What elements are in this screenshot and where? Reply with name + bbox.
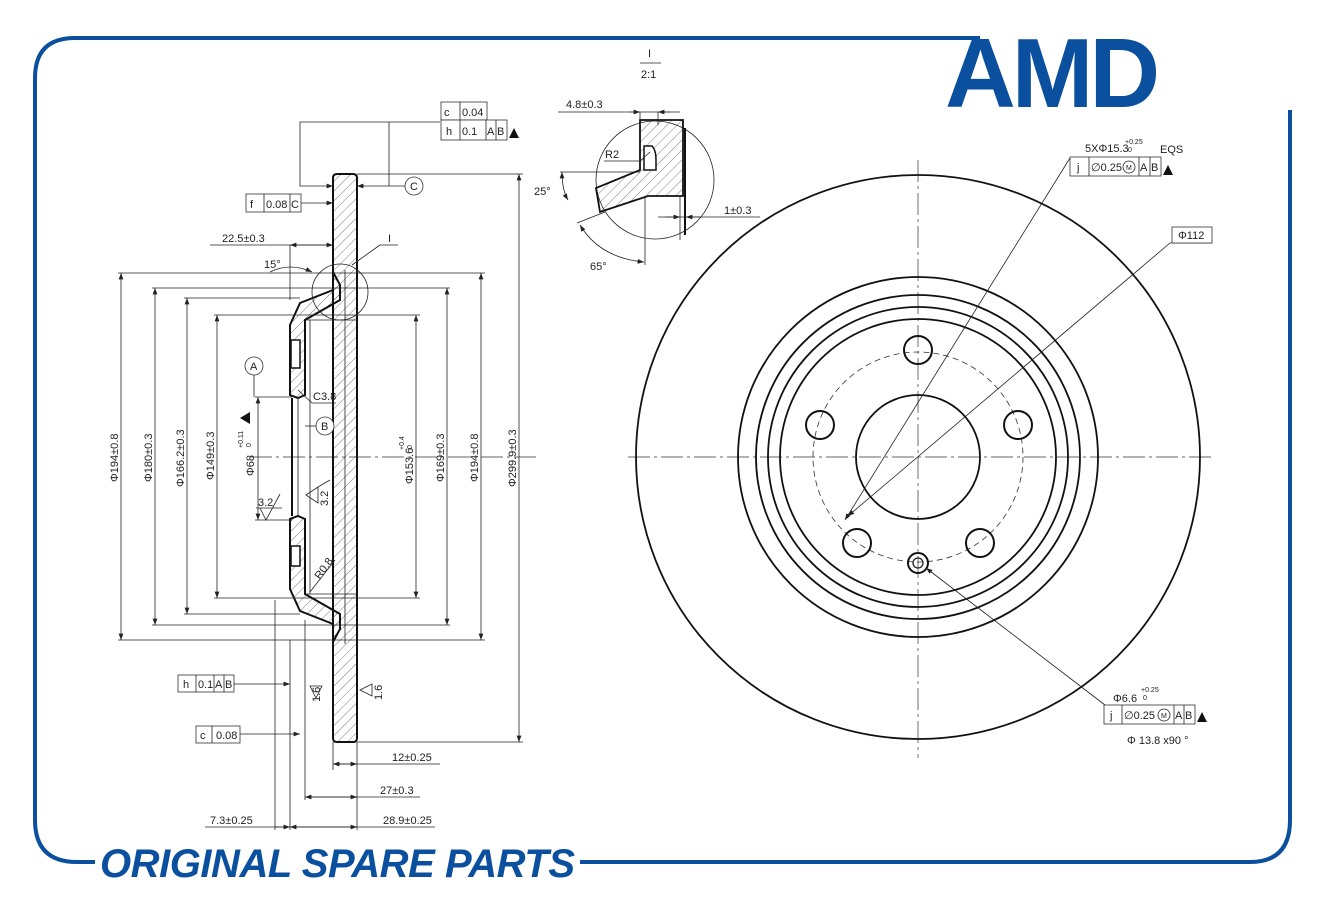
dim-dia-68: Φ68 (245, 455, 257, 476)
bolt-hole (1003, 410, 1033, 440)
front-view: 5XΦ15.3 +0.25 0 EQS j ∅0.25 M A B Φ112 Φ… (628, 139, 1213, 758)
frame-bottom-008: 0.08 (216, 730, 237, 742)
frame-top-b: B (497, 126, 504, 138)
roughness-3-2-right: 3.2 (319, 491, 331, 506)
bolt-holes (805, 335, 1033, 558)
bolt-tol-upper: +0.25 (1125, 139, 1143, 146)
dim-12: 12±0.25 (392, 752, 432, 764)
bolt-tol-lower: 0 (1128, 147, 1132, 154)
frame-bolt-j: j (1076, 162, 1079, 174)
frame-top-a: A (487, 126, 495, 138)
datum-triangle-a-icon (240, 412, 250, 424)
datum-triangle-icon (1197, 712, 1207, 722)
roughness-symbol-icon (305, 479, 331, 504)
dim-angle-15: 15° (264, 259, 281, 271)
frame-small-j: j (1109, 710, 1112, 722)
roughness-1-6-right: 1.6 (373, 685, 385, 700)
dim-dia-169: Φ169±0.3 (435, 434, 447, 482)
small-tol-lower: 0 (1143, 695, 1147, 702)
page-border (33, 36, 1292, 864)
bolt-hole (842, 528, 872, 558)
center-bore (855, 394, 981, 520)
dim-dia-153-tol-upper: +0.4 (399, 436, 406, 450)
dim-28-9: 28.9±0.25 (383, 815, 432, 827)
dim-dia-194-left: Φ194±0.8 (109, 434, 121, 482)
roughness-symbol-icon (256, 493, 282, 521)
roughness-symbol-icon (359, 683, 373, 697)
dim-7-3: 7.3±0.25 (210, 815, 253, 827)
frame-f: f (250, 199, 254, 211)
detail-dim-4-8: 4.8±0.3 (566, 99, 603, 111)
frame-bottom-h: h (183, 679, 189, 691)
roughness-symbol-icon (309, 685, 323, 699)
locator-hole (907, 552, 929, 574)
slogan-original-spare-parts: ORIGINAL SPARE PARTS (100, 842, 575, 886)
detail-angle-25: 25° (534, 186, 551, 198)
bolt-hole (965, 528, 995, 558)
detail-view-i: I 2:1 4.8±0.3 R2 25° 65° 1±0.3 (534, 48, 760, 273)
datum-a: A (250, 361, 258, 373)
dim-dia-68-tol-upper: +0.11 (238, 431, 245, 448)
dim-dia-180: Φ180±0.3 (143, 434, 155, 482)
dim-dia-194-right: Φ194±0.8 (469, 434, 481, 482)
roughness-3-2-left: 3.2 (258, 497, 273, 509)
section-view: Φ194±0.8 Φ180±0.3 Φ166.2±0.3 Φ149±0.3 Φ6… (109, 101, 540, 830)
frame-small-b: B (1185, 710, 1192, 722)
datum-triangle-icon (509, 128, 519, 138)
bolt-holes-spec: 5XΦ15.3 (1085, 143, 1129, 155)
frame-top-c: c (444, 107, 450, 119)
chamfer-c3-8: C3.8 (313, 391, 336, 403)
amd-logo: AMD (945, 18, 1156, 128)
frame-top-004: 0.04 (462, 107, 483, 119)
frame-top-01: 0.1 (462, 126, 477, 138)
dim-dia-153: Φ153.6 (404, 448, 416, 484)
frame-bolt-025: ∅0.25 (1091, 162, 1122, 174)
frame-bottom-01: 0.1 (198, 679, 213, 691)
disc-outer-edge (635, 174, 1201, 740)
dim-dia-68-tol-lower: 0 (246, 443, 253, 447)
detail-angle-65: 65° (590, 261, 607, 273)
detail-label: I (648, 48, 651, 60)
pcd-112: Φ112 (1178, 230, 1204, 242)
frame-small-025: ∅0.25 (1124, 710, 1155, 722)
frame-small-a: A (1175, 710, 1183, 722)
small-tol-upper: +0.25 (1141, 687, 1159, 694)
frame-f-008: 0.08 (266, 199, 287, 211)
frame-bolt-b: B (1151, 162, 1158, 174)
dim-dia-149: Φ149±0.3 (205, 432, 217, 480)
bolt-circle (812, 351, 1024, 563)
roughness-1-6-left: 1.6 (311, 687, 323, 702)
bolt-hole (903, 335, 933, 365)
frame-bottom-a: A (215, 679, 223, 691)
dim-dia-166: Φ166.2±0.3 (175, 429, 187, 487)
dim-dia-299: Φ299.9±0.3 (507, 429, 519, 487)
datum-triangle-icon (1163, 165, 1173, 175)
dim-dia-153-tol-lower: 0 (407, 445, 414, 449)
frame-bolt-m: M (1126, 165, 1132, 172)
frame-top-h: h (446, 126, 452, 138)
frame-bottom-b: B (225, 679, 232, 691)
frame-bolt-a: A (1140, 162, 1148, 174)
small-hole-spec: Φ6.6 (1113, 693, 1137, 705)
countersink-spec: Φ 13.8 x90 ° (1127, 735, 1189, 747)
frame-f-c: C (291, 199, 299, 211)
dim-27: 27±0.3 (380, 785, 414, 797)
detail-radius-r2: R2 (605, 149, 619, 161)
datum-c: C (410, 181, 418, 193)
detail-dim-1: 1±0.3 (724, 205, 751, 217)
frame-bottom-c: c (200, 730, 206, 742)
detail-marker-i: I (388, 233, 391, 245)
eqs-label: EQS (1160, 144, 1183, 156)
detail-scale: 2:1 (641, 69, 656, 81)
dim-22-5: 22.5±0.3 (222, 233, 265, 245)
bolt-hole (805, 410, 835, 440)
datum-b: B (321, 421, 328, 433)
frame-small-m: M (1161, 713, 1167, 720)
